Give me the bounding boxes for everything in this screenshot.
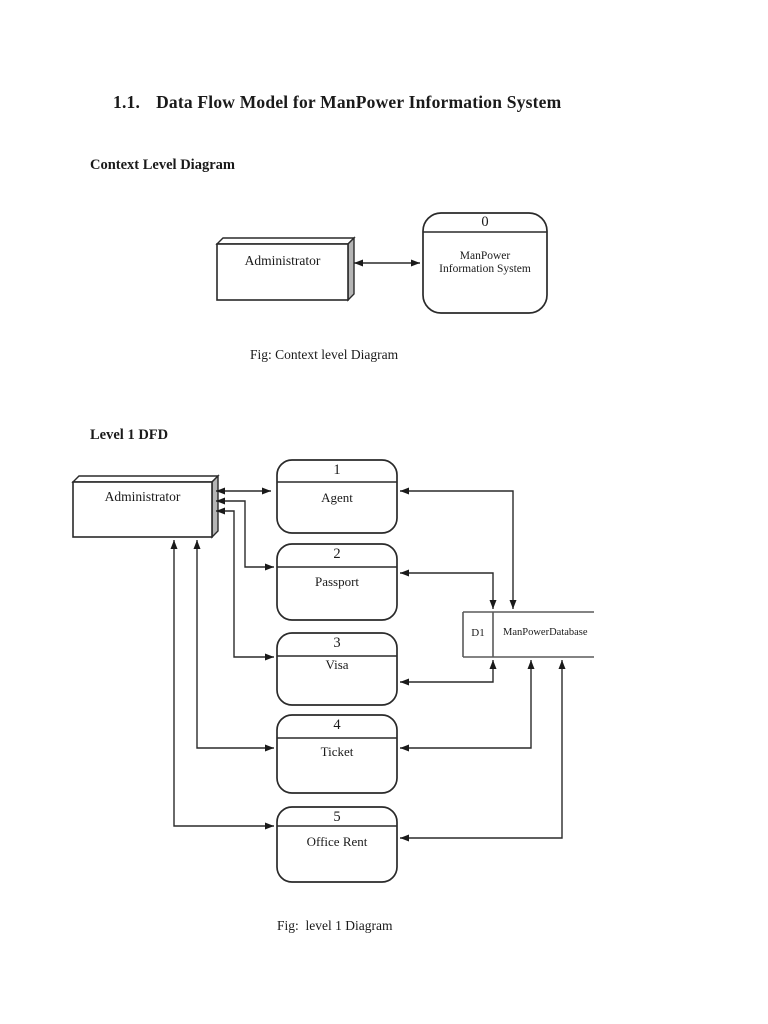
flow-agent-datastore [400, 487, 517, 609]
context-diagram-heading: Context Level Diagram [90, 157, 235, 173]
level1-diagram-heading: Level 1 DFD [90, 427, 169, 443]
context-diagram [215, 212, 548, 314]
level1-administrator-box-top-face [71, 475, 220, 483]
process-4-number: 4 [333, 717, 341, 733]
level1-administrator-box-side-face [211, 474, 219, 539]
level1-administrator-box [72, 481, 213, 538]
level1-administrator-label: Administrator [104, 489, 181, 504]
process-4-label: Ticket [320, 744, 354, 759]
context-process-name-line2: Information System [439, 263, 531, 276]
flow-administrator-office-rent [170, 540, 274, 830]
context-diagram-caption: Fig: Context level Diagram [250, 347, 399, 362]
context-administrator-box [216, 243, 349, 301]
context-process-number: 0 [481, 214, 489, 230]
page-title: 1.1. Data Flow Model for ManPower Informa… [113, 92, 561, 113]
data-store-id: D1 [471, 627, 485, 639]
flow-visa-datastore [400, 660, 497, 686]
process-box-visa [276, 632, 398, 706]
level1-diagram-caption: Fig: level 1 Diagram [277, 918, 393, 933]
data-store-name: ManPowerDatabase [503, 627, 588, 638]
process-5-label: Office Rent [306, 834, 368, 849]
context-process-name: ManPower Information System [419, 250, 551, 276]
process-2-number: 2 [333, 546, 341, 562]
level1-diagram [71, 459, 594, 883]
page-title-text: Data Flow Model for ManPower Information… [156, 92, 562, 112]
process-box-passport [276, 543, 398, 621]
process-3-label: Visa [325, 657, 349, 672]
context-process-name-line1: ManPower [459, 250, 511, 262]
flow-passport-datastore [400, 569, 497, 609]
flow-office-rent-datastore [400, 660, 566, 842]
context-administrator-label: Administrator [244, 253, 321, 268]
process-box-agent [276, 459, 398, 534]
process-2-label: Passport [314, 574, 360, 589]
context-process-box [422, 212, 548, 314]
context-administrator-box-side-face [347, 236, 355, 302]
page-title-number: 1.1. [113, 92, 141, 112]
process-5-number: 5 [333, 809, 341, 825]
context-administrator-box-top-face [215, 237, 356, 245]
flow-ticket-datastore [400, 660, 535, 752]
flow-administrator-ticket [193, 540, 274, 752]
process-box-ticket [276, 714, 398, 794]
process-1-number: 1 [333, 462, 341, 478]
process-3-number: 3 [333, 635, 341, 651]
data-store-box [462, 611, 594, 658]
process-1-label: Agent [321, 490, 353, 505]
